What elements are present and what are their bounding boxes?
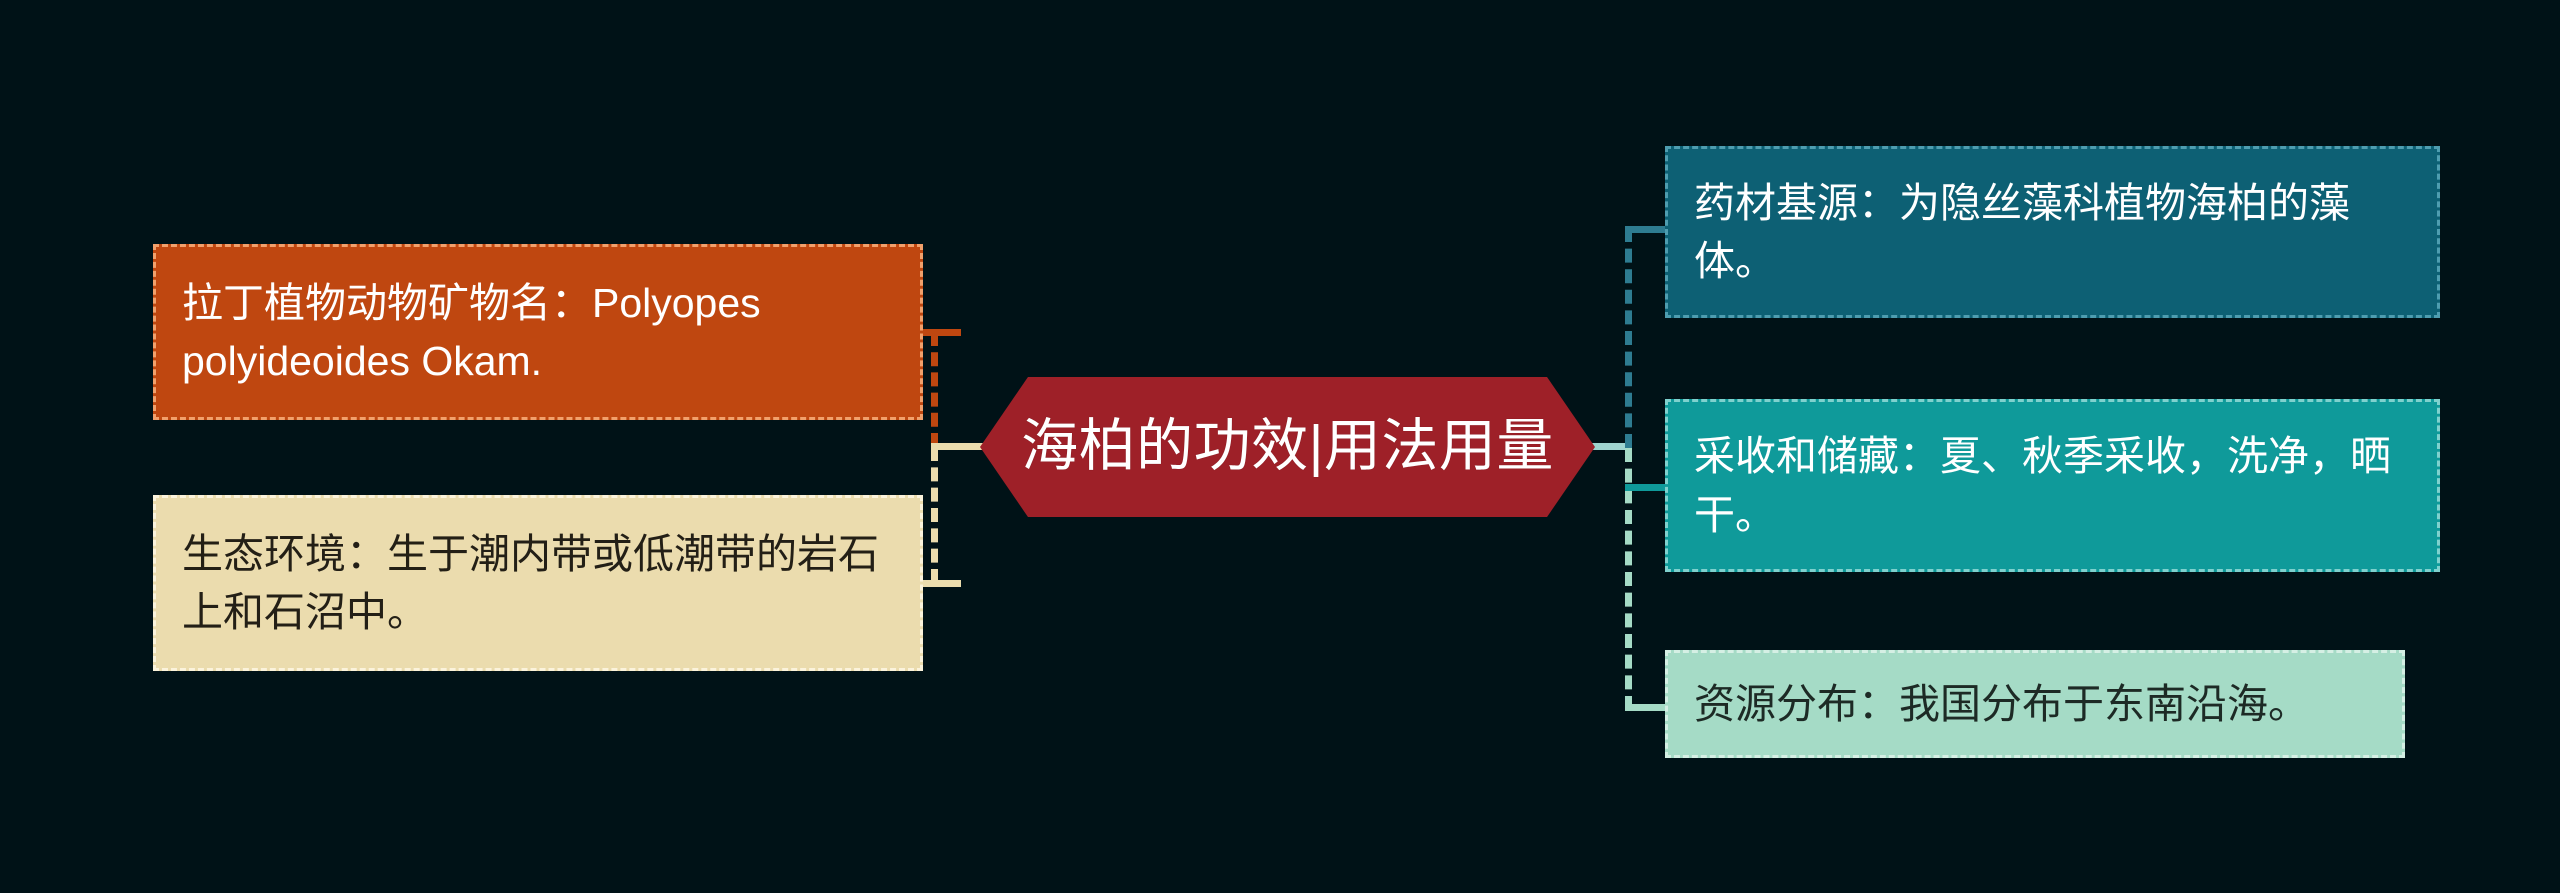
node-drug-source-label: 药材基源：为隐丝藻科植物海柏的藻体。 xyxy=(1694,179,2350,284)
node-distribution[interactable]: 资源分布：我国分布于东南沿海。 xyxy=(1665,650,2405,758)
node-ecology[interactable]: 生态环境：生于潮内带或低潮带的岩石上和石沼中。 xyxy=(153,495,923,671)
connector-center-left xyxy=(931,443,987,450)
connector-center-right xyxy=(1588,443,1632,450)
connector-stub-ecology xyxy=(923,580,961,587)
connector-trunk-left-upper xyxy=(931,332,938,447)
center-node[interactable]: 海柏的功效|用法用量 xyxy=(980,377,1595,517)
node-latin-name[interactable]: 拉丁植物动物矿物名：Polyopes polyideoides Okam. xyxy=(153,244,923,420)
connector-stub-drug-source xyxy=(1625,226,1670,233)
node-drug-source[interactable]: 药材基源：为隐丝藻科植物海柏的藻体。 xyxy=(1665,146,2440,318)
node-harvest-storage[interactable]: 采收和储藏：夏、秋季采收，洗净，晒干。 xyxy=(1665,399,2440,572)
node-harvest-storage-label: 采收和储藏：夏、秋季采收，洗净，晒干。 xyxy=(1694,433,2391,538)
connector-stub-distribution xyxy=(1625,704,1670,711)
node-distribution-label: 资源分布：我国分布于东南沿海。 xyxy=(1694,680,2309,727)
node-latin-name-label: 拉丁植物动物矿物名：Polyopes polyideoides Okam. xyxy=(182,279,761,384)
connector-stub-harvest-storage xyxy=(1625,484,1670,491)
connector-stub-latin-name xyxy=(923,329,961,336)
connector-trunk-right-lower xyxy=(1625,448,1632,710)
connector-trunk-left-lower xyxy=(931,447,938,583)
connector-trunk-right-upper xyxy=(1625,228,1632,448)
center-node-label: 海柏的功效|用法用量 xyxy=(1021,414,1554,479)
node-ecology-label: 生态环境：生于潮内带或低潮带的岩石上和石沼中。 xyxy=(182,530,879,635)
